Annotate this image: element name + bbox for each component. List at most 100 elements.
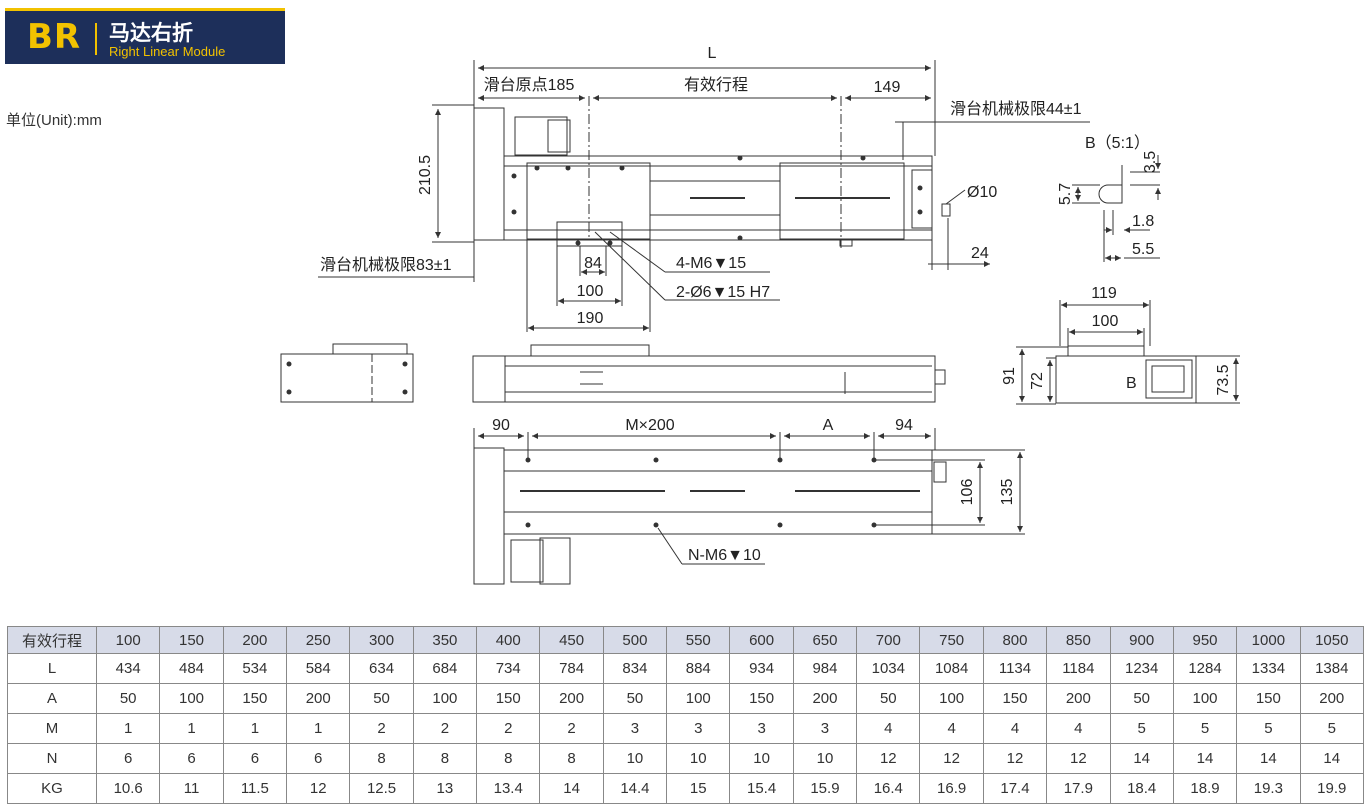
table-cell: 400 bbox=[476, 626, 541, 654]
table-row-header: L bbox=[7, 653, 97, 684]
table-cell: 8 bbox=[349, 743, 414, 774]
table-cell: 12.5 bbox=[349, 773, 414, 804]
table-cell: 1 bbox=[159, 713, 224, 744]
table-cell: 12 bbox=[919, 743, 984, 774]
limit-44-label: 滑台机械极限44±1 bbox=[950, 100, 1082, 118]
dim-57-label: 5.7 bbox=[1057, 183, 1074, 205]
table-cell: 12 bbox=[856, 743, 921, 774]
dim-18-label: 1.8 bbox=[1132, 213, 1154, 230]
table-cell: 1000 bbox=[1236, 626, 1301, 654]
dim-mx200-label: M×200 bbox=[625, 417, 674, 434]
table-cell: 2 bbox=[349, 713, 414, 744]
table-cell: 4 bbox=[856, 713, 921, 744]
table-cell: 15.9 bbox=[792, 773, 858, 804]
table-cell: 1334 bbox=[1236, 653, 1301, 684]
top-view bbox=[473, 96, 951, 248]
table-cell: 12 bbox=[982, 743, 1048, 774]
table-cell: 14 bbox=[1172, 743, 1238, 774]
table-cell: 200 bbox=[286, 683, 351, 714]
unit-label: 单位(Unit):mm bbox=[6, 112, 102, 129]
table-cell: 3 bbox=[666, 713, 731, 744]
table-cell: 700 bbox=[856, 626, 921, 654]
top-view-holes bbox=[511, 155, 923, 246]
bottom-view bbox=[473, 447, 947, 585]
dim-origin-label: 滑台原点185 bbox=[484, 76, 575, 94]
table-cell: 1184 bbox=[1046, 653, 1111, 684]
hole-phi6-label: 2-Ø6▼15 H7 bbox=[676, 284, 770, 301]
table-cell: 1 bbox=[95, 713, 161, 744]
table-cell: 1134 bbox=[982, 653, 1048, 684]
table-cell: 784 bbox=[539, 653, 604, 684]
dim-100a-label: 100 bbox=[577, 283, 604, 300]
table-cell: 2 bbox=[539, 713, 604, 744]
table-cell: 13 bbox=[412, 773, 478, 804]
table-cell: 4 bbox=[982, 713, 1048, 744]
dim-84-label: 84 bbox=[584, 255, 602, 272]
limit-83-label: 滑台机械极限83±1 bbox=[320, 256, 452, 274]
table-cell: 150 bbox=[982, 683, 1048, 714]
table-cell: 1234 bbox=[1109, 653, 1174, 684]
table-cell: 8 bbox=[539, 743, 604, 774]
table-cell: 150 bbox=[476, 683, 541, 714]
table-cell: 434 bbox=[95, 653, 161, 684]
dim-phi10-label: Ø10 bbox=[967, 184, 997, 201]
dim-stroke-label: 有效行程 bbox=[684, 76, 748, 94]
badge-divider bbox=[95, 23, 97, 55]
table-cell: 10 bbox=[729, 743, 794, 774]
table-row-header: N bbox=[7, 743, 97, 774]
table-cell: 800 bbox=[982, 626, 1048, 654]
table-cell: 8 bbox=[412, 743, 478, 774]
end-view: 91 72 B 73.5 119 100 bbox=[1001, 285, 1240, 405]
table-cell: 3 bbox=[792, 713, 858, 744]
table-cell: 1284 bbox=[1172, 653, 1238, 684]
table-cell: 550 bbox=[666, 626, 731, 654]
table-cell: 14 bbox=[1299, 743, 1365, 774]
thread-4m6-label: 4-M6▼15 bbox=[676, 255, 746, 272]
table-cell: 150 bbox=[222, 683, 288, 714]
dim-106-label: 106 bbox=[959, 479, 976, 506]
table-cell: 100 bbox=[919, 683, 984, 714]
table-cell: 200 bbox=[222, 626, 288, 654]
table-cell: 350 bbox=[412, 626, 478, 654]
table-cell: 11 bbox=[159, 773, 224, 804]
table-cell: 534 bbox=[222, 653, 288, 684]
table-cell: 15.4 bbox=[729, 773, 794, 804]
table-cell: 5 bbox=[1172, 713, 1238, 744]
dim-L-label: L bbox=[708, 45, 717, 62]
dim-35-label: 3.5 bbox=[1142, 151, 1159, 173]
table-cell: 4 bbox=[1046, 713, 1111, 744]
table-cell: 100 bbox=[159, 683, 224, 714]
table-row-header: A bbox=[7, 683, 97, 714]
table-cell: 19.9 bbox=[1299, 773, 1365, 804]
table-cell: 1 bbox=[222, 713, 288, 744]
table-cell: 484 bbox=[159, 653, 224, 684]
dim-190-label: 190 bbox=[577, 310, 604, 327]
dim-735-label: 73.5 bbox=[1215, 364, 1232, 395]
table-cell: 17.9 bbox=[1046, 773, 1111, 804]
table-cell: 6 bbox=[159, 743, 224, 774]
table-cell: 5 bbox=[1299, 713, 1365, 744]
table-cell: 16.9 bbox=[919, 773, 984, 804]
table-cell: 6 bbox=[95, 743, 161, 774]
dim-2105-label: 210.5 bbox=[417, 155, 434, 195]
table-cell: 10 bbox=[792, 743, 858, 774]
table-cell: 6 bbox=[286, 743, 351, 774]
table-cell: 634 bbox=[349, 653, 414, 684]
table-cell: 5 bbox=[1109, 713, 1174, 744]
table-cell: 1050 bbox=[1299, 626, 1365, 654]
table-cell: 1034 bbox=[856, 653, 921, 684]
table-cell: 1384 bbox=[1299, 653, 1365, 684]
table-cell: 2 bbox=[412, 713, 478, 744]
table-row-header: 有效行程 bbox=[7, 626, 97, 654]
table-cell: 684 bbox=[412, 653, 478, 684]
dim-72-label: 72 bbox=[1029, 372, 1046, 390]
motor-side-view bbox=[280, 343, 414, 403]
table-cell: 14 bbox=[539, 773, 604, 804]
table-cell: 14.4 bbox=[602, 773, 668, 804]
table-cell: 100 bbox=[95, 626, 161, 654]
